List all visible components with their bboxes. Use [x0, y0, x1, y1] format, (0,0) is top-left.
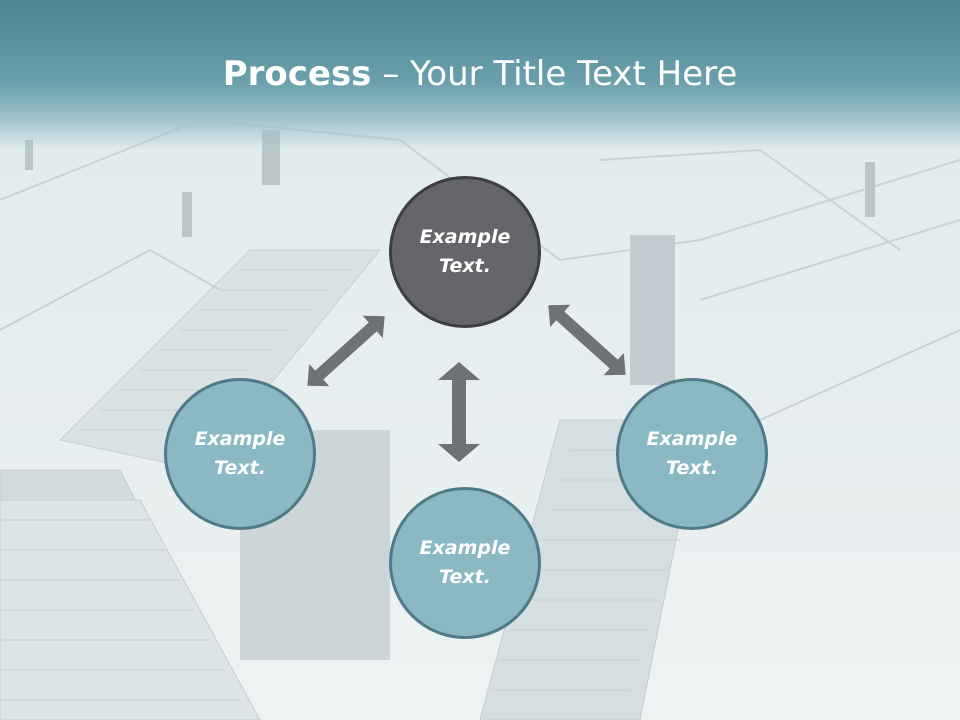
double-arrow-icon: [548, 304, 626, 376]
process-node-top[interactable]: Example Text.: [389, 176, 541, 328]
title-rest: – Your Title Text Here: [371, 54, 738, 94]
process-node-right[interactable]: Example Text.: [616, 378, 768, 530]
node-text: Example Text.: [194, 428, 286, 479]
node-text: Example Text.: [419, 226, 511, 277]
process-node-left[interactable]: Example Text.: [164, 378, 316, 530]
double-arrow-icon: [438, 362, 480, 462]
title-bold: Process: [222, 54, 372, 94]
header-band: [0, 0, 960, 150]
process-node-bottom[interactable]: Example Text.: [389, 487, 541, 639]
slide-title[interactable]: Process – Your Title Text Here: [0, 52, 960, 96]
double-arrow-icon: [307, 315, 385, 387]
node-text: Example Text.: [646, 428, 738, 479]
node-text: Example Text.: [419, 537, 511, 588]
